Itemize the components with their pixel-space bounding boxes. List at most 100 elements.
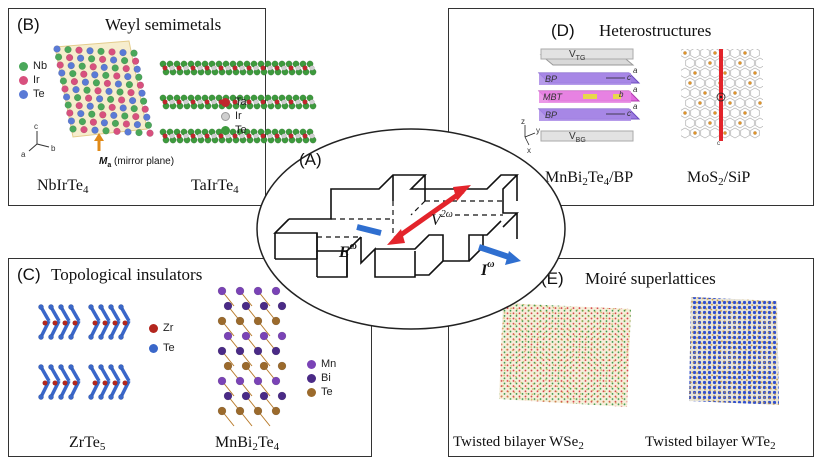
atom [239, 133, 245, 139]
axis-label: a [633, 85, 638, 94]
atom [693, 131, 697, 135]
atom [108, 103, 116, 112]
atom [48, 304, 54, 310]
atom [42, 320, 48, 326]
atom [271, 346, 281, 356]
atom [295, 65, 301, 71]
atom [239, 65, 245, 71]
atom [246, 99, 252, 105]
atom [112, 320, 118, 326]
lattice-cell [755, 117, 763, 129]
lattice-cell [695, 57, 705, 69]
layer-label-v-tg: VTG [569, 49, 585, 62]
caption-main: Te [587, 169, 604, 186]
atom [253, 406, 263, 416]
atom [260, 99, 266, 105]
lattice-cell [755, 97, 763, 109]
lattice-cell [690, 67, 700, 79]
axis-label-a: a [21, 150, 26, 159]
atom [77, 109, 85, 118]
atom [68, 394, 74, 400]
atom [88, 110, 96, 118]
caption-tairte4: TaIrTe4 [191, 177, 239, 196]
atom [267, 99, 273, 105]
mos2-sip-lattice: c [681, 49, 763, 145]
lattice-cell [681, 107, 690, 119]
bond [99, 320, 111, 338]
atom [723, 131, 727, 135]
atom [66, 109, 74, 117]
atom [176, 133, 182, 139]
atom [119, 104, 127, 112]
atom [108, 304, 114, 310]
lattice-cell [700, 107, 710, 119]
panel-title: Topological insulators [51, 265, 203, 284]
legend-label: Te [33, 88, 45, 100]
atom [136, 81, 145, 89]
atom [241, 391, 251, 401]
voltage-main: V [431, 212, 443, 229]
lattice-cell [710, 87, 720, 99]
lattice-cell [725, 117, 735, 129]
lattice-cell [730, 87, 740, 99]
legend-item: Bi [307, 371, 336, 385]
bond [119, 320, 131, 338]
mnbi2te4-legend: Mn Bi Te [307, 357, 336, 399]
panel-title: Moiré superlattices [585, 269, 716, 288]
atom [76, 54, 85, 62]
atom [98, 394, 104, 400]
lattice-cell [735, 57, 745, 69]
atom [72, 85, 80, 94]
atom [80, 70, 88, 78]
lattice-cell [735, 97, 745, 109]
atom [78, 62, 86, 70]
legend-swatch [19, 61, 28, 71]
atom [259, 301, 269, 311]
caption-main: Te [257, 434, 274, 451]
atom [211, 65, 217, 71]
atom [274, 65, 280, 71]
current-main: I [480, 262, 488, 279]
atom [235, 286, 245, 296]
atom [102, 71, 110, 80]
atom [102, 127, 110, 135]
lattice-cell [700, 87, 710, 99]
atom [259, 331, 269, 341]
atom [211, 99, 217, 105]
lattice-cell [705, 97, 715, 109]
atom [309, 65, 315, 71]
moire-wse2-pattern [499, 303, 631, 407]
caption-sub: 4 [82, 184, 89, 196]
atom [120, 57, 129, 65]
atom [277, 301, 287, 311]
atom [235, 406, 245, 416]
caption-main: ZrTe [69, 434, 100, 451]
bond [39, 306, 51, 322]
atom [100, 63, 108, 72]
atom [281, 65, 287, 71]
atom [190, 99, 196, 105]
atom [102, 320, 108, 326]
atom [232, 99, 238, 105]
atom [98, 55, 107, 64]
atom [743, 111, 747, 115]
bond [59, 320, 71, 338]
atom [124, 72, 132, 81]
atom [132, 112, 140, 121]
tairte4-legend: Ta Ir Te [221, 95, 247, 137]
legend-item: Te [307, 385, 336, 399]
lattice-cell [745, 57, 755, 69]
lattice-cell [735, 117, 745, 129]
atom [197, 65, 203, 71]
mirror-symbol: M [99, 156, 108, 167]
bond [89, 380, 101, 398]
moire-wte2-pattern [689, 297, 779, 405]
bond [59, 306, 71, 322]
legend-label: Zr [163, 322, 174, 334]
lattice-cell [735, 77, 745, 89]
atom [217, 316, 227, 326]
layer-label-main: V [569, 131, 576, 142]
atom [119, 49, 127, 57]
caption-main: MoS [687, 169, 719, 186]
axis-label: c [627, 73, 631, 82]
